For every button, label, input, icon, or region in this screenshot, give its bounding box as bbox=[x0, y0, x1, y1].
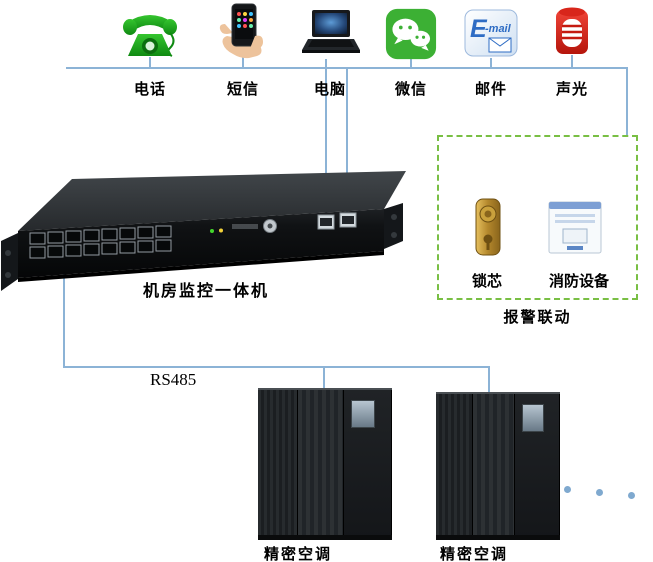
sms-stub-line bbox=[242, 57, 244, 67]
linkage-drop-line bbox=[626, 67, 628, 135]
wechat-stub-line bbox=[410, 58, 412, 67]
network-line-2 bbox=[346, 67, 348, 225]
air-conditioner-unit-1 bbox=[258, 388, 392, 540]
lock-label: 锁芯 bbox=[471, 273, 502, 290]
ac-vent-panel bbox=[298, 390, 344, 540]
air-conditioner-unit-2 bbox=[436, 392, 560, 540]
ac-label-1: 精密空调 bbox=[264, 546, 333, 562]
svg-text:E: E bbox=[470, 15, 488, 43]
wechat-icon bbox=[385, 8, 437, 65]
svg-text:-mail: -mail bbox=[485, 23, 512, 35]
ac2-drop-line bbox=[488, 366, 490, 396]
channel-label-alarm: 声光 bbox=[555, 81, 588, 98]
channel-label-phone: 电话 bbox=[133, 81, 166, 98]
network-line-1 bbox=[325, 59, 327, 230]
ac-base bbox=[258, 535, 392, 540]
laptop-icon bbox=[298, 6, 362, 67]
ac-control-panel bbox=[515, 394, 560, 540]
ac-louver-panel bbox=[258, 390, 299, 540]
channel-label-pc: 电脑 bbox=[313, 81, 346, 98]
ac-base bbox=[436, 535, 560, 540]
monitor-unit-label: 机房监控一体机 bbox=[143, 283, 270, 300]
more-units-dot bbox=[564, 486, 571, 493]
rs485-bus-line bbox=[63, 366, 490, 368]
email-icon: E -mail bbox=[463, 8, 519, 65]
ac-louver-panel bbox=[436, 394, 474, 540]
ac1-drop-line bbox=[323, 366, 325, 392]
ac-vent-panel bbox=[473, 394, 516, 540]
email-stub-line bbox=[490, 58, 492, 67]
fire-equipment-icon bbox=[545, 201, 605, 260]
channel-label-wechat: 微信 bbox=[394, 81, 427, 98]
ac-control-panel bbox=[343, 390, 392, 540]
more-units-dot bbox=[596, 489, 603, 496]
more-units-dot bbox=[628, 492, 635, 499]
sound-light-alarm-icon bbox=[544, 4, 600, 63]
alarm-linkage-box: 锁芯 消防设备 bbox=[437, 135, 638, 300]
ac-label-2: 精密空调 bbox=[440, 546, 509, 562]
rs485-label: RS485 bbox=[150, 370, 197, 389]
channel-label-email: 邮件 bbox=[474, 81, 507, 98]
alarm-stub-line bbox=[571, 55, 573, 67]
channel-label-sms: 短信 bbox=[226, 81, 259, 98]
telephone-icon bbox=[120, 6, 180, 67]
ac-display-screen bbox=[351, 400, 375, 428]
phone-stub-line bbox=[149, 57, 151, 67]
monitor-left-line bbox=[63, 274, 65, 368]
alarm-linkage-title: 报警联动 bbox=[503, 309, 572, 326]
monitoring-device-image bbox=[0, 165, 410, 305]
ac-display-screen bbox=[522, 404, 545, 432]
sms-phone-icon bbox=[215, 2, 271, 67]
fire-equipment-label: 消防设备 bbox=[548, 273, 609, 290]
door-lock-icon bbox=[471, 197, 505, 262]
